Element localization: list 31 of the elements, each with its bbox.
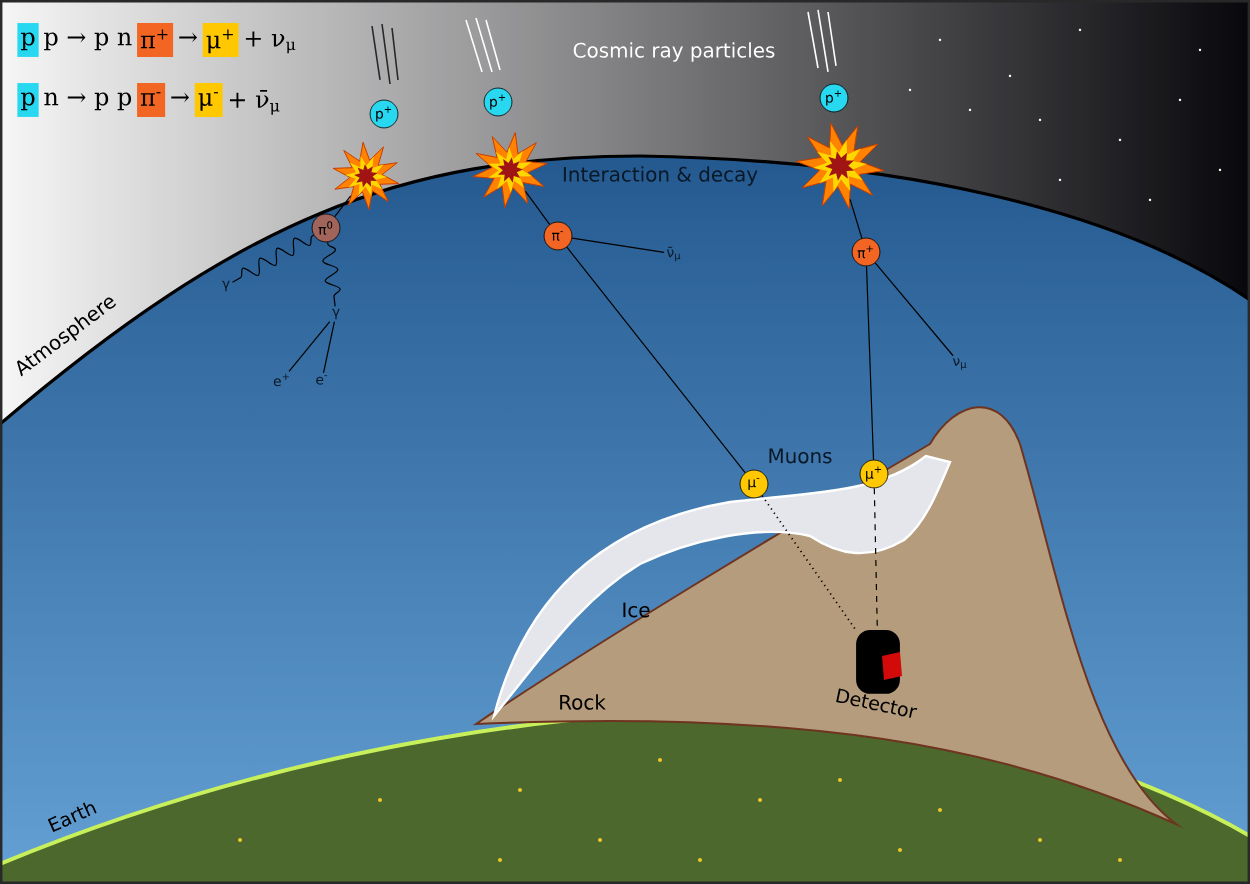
track-line — [849, 198, 863, 239]
explosion-drawing — [332, 141, 400, 211]
region-label: Muons — [769, 448, 832, 464]
track-line — [873, 487, 878, 631]
track-line — [524, 190, 551, 225]
title-text: Cosmic ray particles — [573, 42, 775, 62]
formula-text: + ν$_{μ}$ — [245, 31, 296, 54]
highlight-box: p — [17, 83, 39, 117]
formula-text: → — [179, 32, 198, 43]
formula-text: p → p n — [44, 32, 132, 51]
highlight-box: p — [17, 23, 39, 57]
highlight-box: μ$^{+}$ — [202, 23, 239, 57]
track-line — [874, 262, 954, 357]
track-line — [334, 195, 352, 218]
highlight-box: π$^{+}$ — [137, 23, 174, 57]
highlight-box: π$^{-}$ — [137, 83, 166, 117]
explosion-drawing — [795, 122, 885, 210]
formula-text: n → p p — [44, 92, 132, 111]
wavy-line — [231, 234, 315, 283]
explosion-drawing — [472, 132, 548, 208]
wavy-line — [322, 241, 341, 307]
track-line — [322, 321, 335, 374]
highlight-box: μ$^{-}$ — [194, 83, 223, 117]
formula-text: → — [171, 92, 190, 103]
track-line — [566, 246, 746, 474]
region-label: Interaction & decay — [563, 166, 758, 186]
track-line — [288, 321, 331, 372]
formula-text: + ν̄$_{μ}$ — [229, 90, 280, 115]
track-line — [761, 494, 857, 631]
track-line — [865, 265, 875, 461]
track-line — [571, 237, 665, 254]
